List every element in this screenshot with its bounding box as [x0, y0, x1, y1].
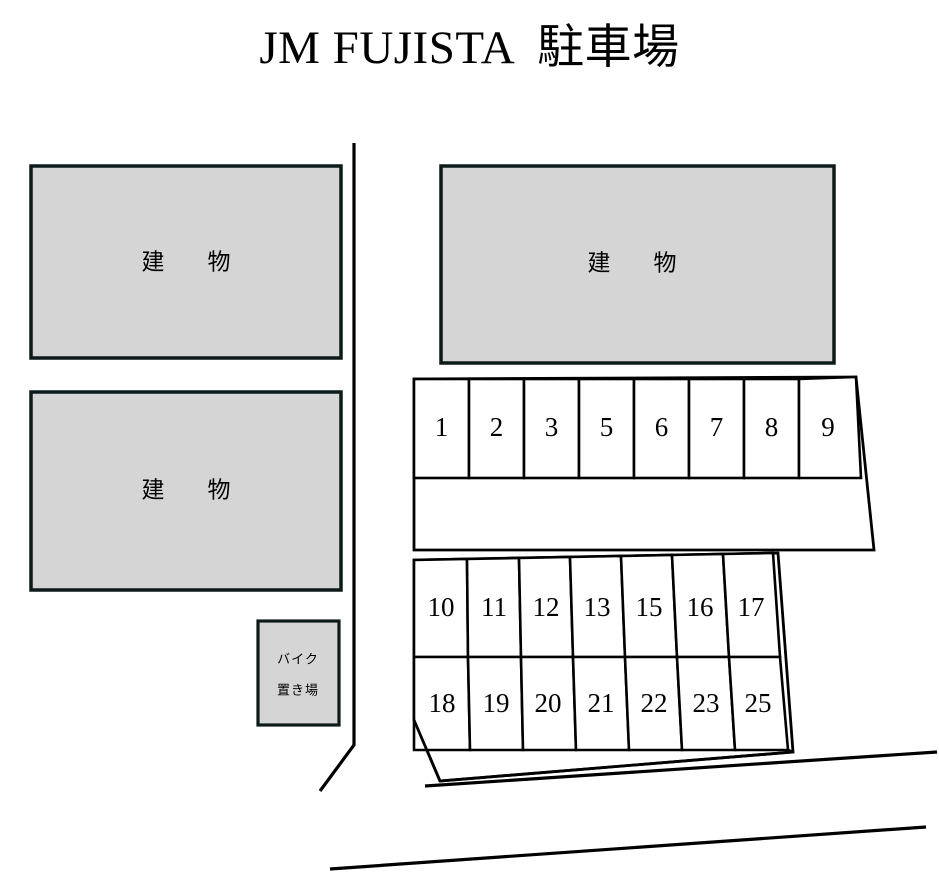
parking-stall-3-label: 3 — [545, 412, 559, 442]
parking-stall-12-label: 12 — [533, 592, 560, 622]
parking-stall-13-label: 13 — [584, 592, 611, 622]
parking-stall-15-label: 15 — [636, 592, 663, 622]
parking-stall-9-label: 9 — [821, 412, 835, 442]
building-left-upper-shape — [29, 164, 343, 360]
building-left-upper: 建 物 — [29, 164, 343, 360]
parking-stall-20-label: 20 — [535, 688, 562, 718]
parking-stall-8[interactable] — [742, 377, 801, 480]
parking-stall-2-label: 2 — [490, 412, 504, 442]
parking-stall-1-label: 1 — [435, 412, 449, 442]
parking-stall-16-label: 16 — [687, 592, 714, 622]
driveway-vertical-line — [318, 143, 356, 792]
parking-stall-6[interactable] — [632, 377, 691, 480]
street-bottom-lower-edge — [329, 825, 927, 871]
parking-block-lower: 10 11 12 13 15 16 17 18 19 — [412, 551, 795, 783]
parking-stall-7-label: 7 — [710, 412, 724, 442]
motorcycle-parking-label-line2: 置き場 — [277, 684, 319, 699]
parking-stall-19-label: 19 — [483, 688, 510, 718]
parking-stall-21-label: 21 — [588, 688, 615, 718]
parking-stall-6-label: 6 — [655, 412, 669, 442]
street-bottom-upper-edge — [424, 750, 938, 788]
parking-stall-10-label: 10 — [428, 592, 455, 622]
parking-stall-18[interactable] — [412, 655, 472, 752]
parking-stall-25-label: 25 — [745, 688, 772, 718]
parking-row-top: 1 2 3 5 6 7 8 9 — [412, 375, 876, 552]
building-left-lower: 建 物 — [29, 390, 343, 592]
driveway-vertical — [318, 143, 356, 792]
parking-stall-23-label: 23 — [693, 688, 720, 718]
buildings-group: 建 物 建 物 建 物 — [29, 164, 836, 592]
building-left-lower-shape — [29, 390, 343, 592]
street-bottom — [329, 750, 938, 871]
parking-stall-9[interactable] — [797, 375, 863, 480]
parking-stalls-top: 1 2 3 5 6 7 8 9 — [412, 375, 863, 480]
parking-row-bottom: 18 19 20 21 22 23 25 — [412, 655, 790, 752]
parking-stall-11-label: 11 — [481, 592, 507, 622]
motorcycle-parking-shape[interactable] — [256, 619, 341, 727]
building-right-label: 建 物 — [588, 251, 687, 277]
building-right: 建 物 — [439, 164, 836, 365]
parking-stall-22-label: 22 — [641, 688, 668, 718]
motorcycle-parking[interactable]: バイク 置き場 — [256, 619, 341, 727]
parking-stall-3[interactable] — [522, 377, 581, 480]
parking-row-top-outline — [412, 375, 876, 552]
building-left-upper-label: 建 物 — [142, 250, 241, 276]
page-title: JM FUJISTA 駐車場 — [259, 22, 680, 74]
parking-stall-8-label: 8 — [765, 412, 779, 442]
parking-row-middle: 10 11 12 13 15 16 17 — [412, 551, 782, 659]
building-right-shape — [439, 164, 836, 365]
parking-stall-17-label: 17 — [738, 592, 765, 622]
parking-stall-5-label: 5 — [600, 412, 614, 442]
parking-stall-18-label: 18 — [429, 688, 456, 718]
parking-block-lower-skirt — [412, 719, 794, 783]
building-left-lower-label: 建 物 — [142, 478, 241, 504]
motorcycle-parking-label-line1: バイク — [277, 653, 319, 668]
